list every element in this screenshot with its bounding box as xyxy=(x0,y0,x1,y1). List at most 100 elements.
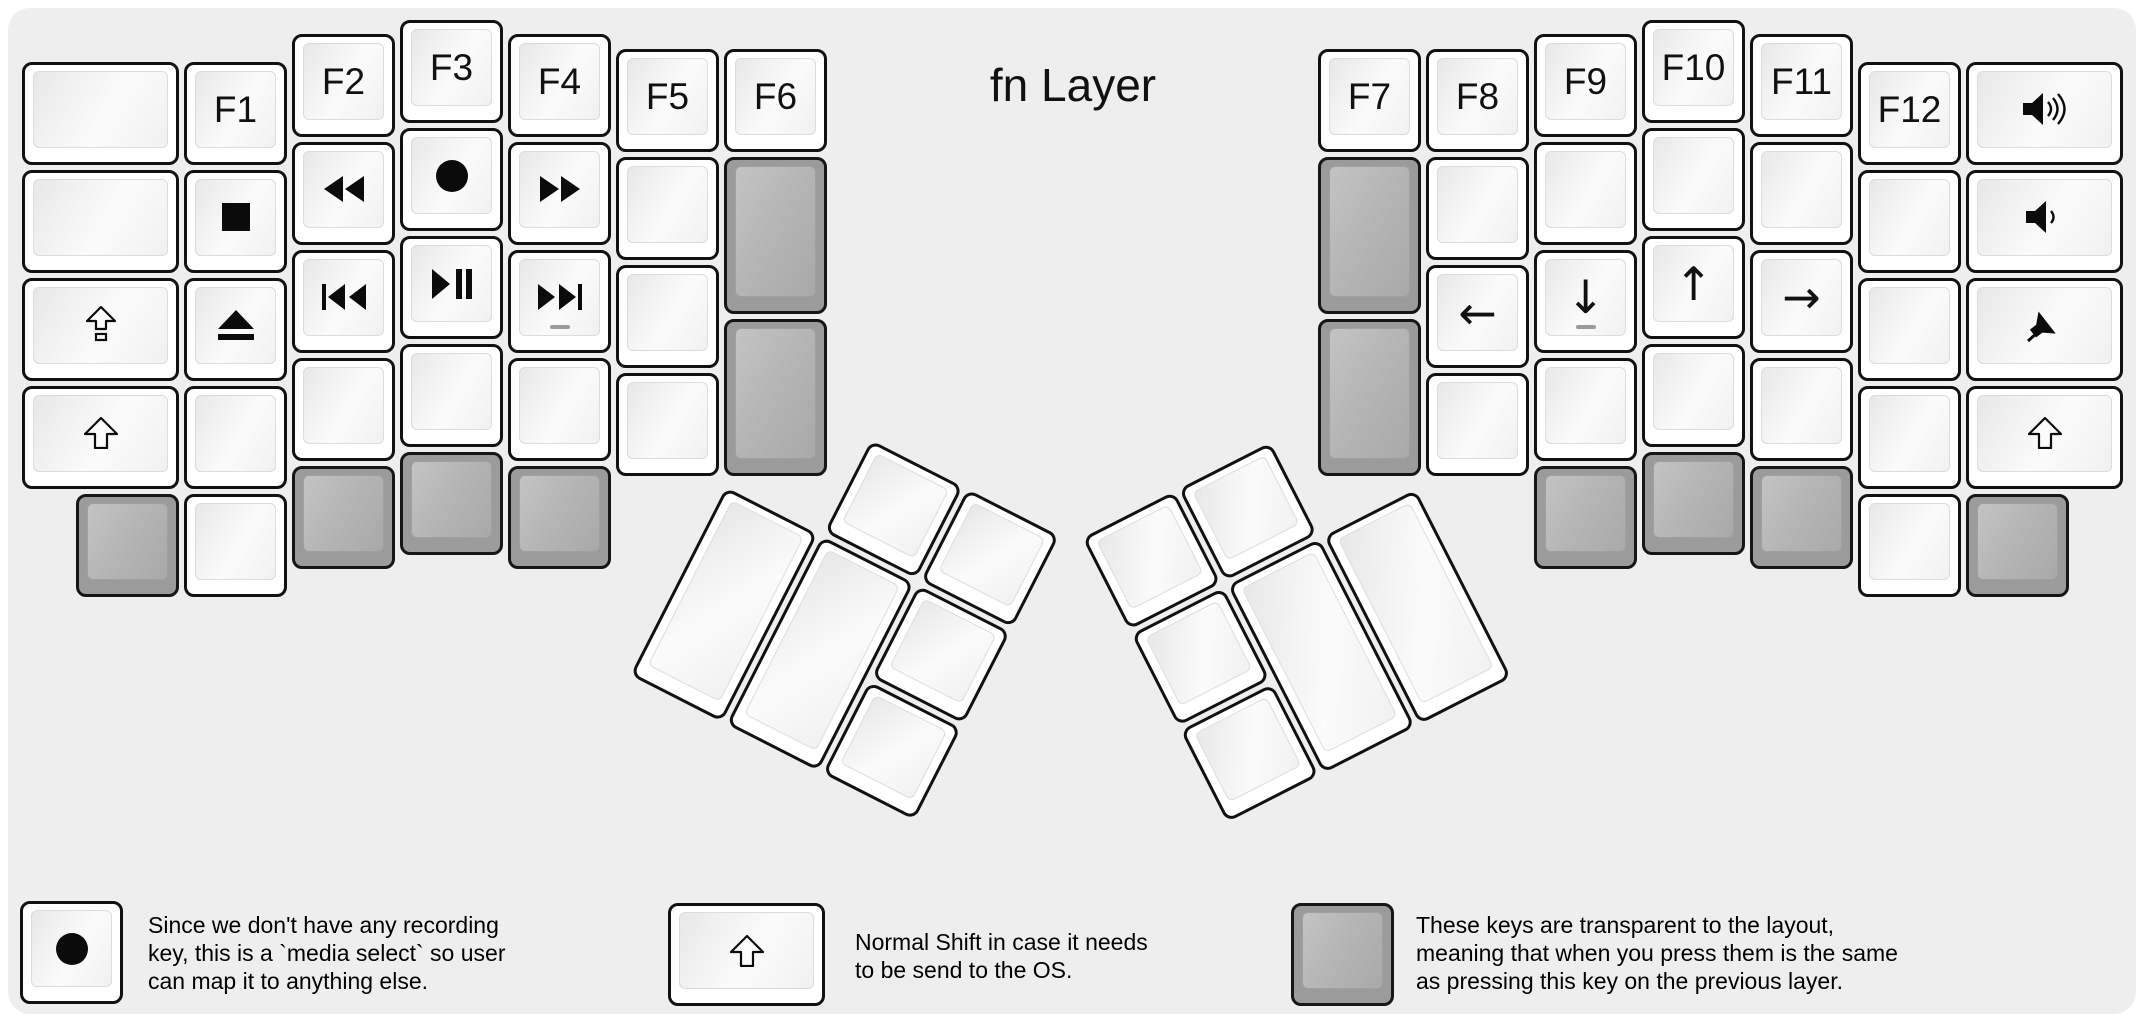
arrow-left-icon: ← xyxy=(1458,285,1497,340)
key-label: F5 xyxy=(645,76,690,118)
legend-key-media-select[interactable] xyxy=(20,901,123,1004)
volume-mute-icon xyxy=(2024,306,2066,344)
key-blank[interactable] xyxy=(184,385,287,489)
keytop xyxy=(33,70,168,148)
key-f4[interactable]: F4 xyxy=(508,33,611,137)
key-blank[interactable] xyxy=(1534,141,1637,245)
keytop xyxy=(627,382,708,460)
next-track-icon xyxy=(537,284,582,310)
key-transparent[interactable] xyxy=(724,157,827,315)
keytop xyxy=(1653,137,1734,214)
key-caps-lock[interactable] xyxy=(22,277,179,381)
key-blank[interactable] xyxy=(1642,128,1745,231)
keytop xyxy=(1761,150,1842,228)
keytop xyxy=(1302,912,1383,989)
keytop xyxy=(519,366,600,444)
keytop xyxy=(1977,394,2112,472)
key-blank[interactable] xyxy=(1426,157,1529,261)
key-blank[interactable] xyxy=(1858,277,1961,381)
key-blank[interactable] xyxy=(1858,493,1961,597)
key-label: F4 xyxy=(537,60,582,102)
legend-key-shift[interactable] xyxy=(668,903,825,1006)
key-f11[interactable]: F11 xyxy=(1750,33,1853,137)
key-transparent[interactable] xyxy=(76,493,179,597)
key-blank[interactable] xyxy=(292,357,395,461)
key-transparent[interactable] xyxy=(1642,452,1745,555)
key-arrow-up[interactable]: ↑ xyxy=(1642,236,1745,339)
key-play-pause[interactable] xyxy=(400,236,503,339)
key-next-track[interactable] xyxy=(508,249,611,353)
key-f12[interactable]: F12 xyxy=(1858,61,1961,165)
volume-down-icon xyxy=(2025,200,2065,234)
key-transparent[interactable] xyxy=(1318,157,1421,315)
key-f10[interactable]: F10 xyxy=(1642,20,1745,123)
key-transparent[interactable] xyxy=(1318,319,1421,477)
key-media-select[interactable] xyxy=(400,128,503,231)
key-blank[interactable] xyxy=(508,357,611,461)
key-blank[interactable] xyxy=(1858,385,1961,489)
key-blank[interactable] xyxy=(1858,169,1961,273)
key-f8[interactable]: F8 xyxy=(1426,49,1529,153)
key-volume-up[interactable] xyxy=(1966,61,2123,165)
key-transparent[interactable] xyxy=(1534,465,1637,569)
key-transparent[interactable] xyxy=(1966,493,2069,597)
key-transparent[interactable] xyxy=(292,465,395,569)
key-f3[interactable]: F3 xyxy=(400,20,503,123)
key-f5[interactable]: F5 xyxy=(616,49,719,153)
key-prev-track[interactable] xyxy=(292,249,395,353)
key-f9[interactable]: F9 xyxy=(1534,33,1637,137)
key-blank[interactable] xyxy=(616,157,719,261)
key-arrow-left[interactable]: ← xyxy=(1426,265,1529,369)
key-transparent[interactable] xyxy=(400,452,503,555)
key-volume-down[interactable] xyxy=(1966,169,2123,273)
key-shift[interactable] xyxy=(1966,385,2123,489)
keytop xyxy=(1977,178,2112,256)
keytop xyxy=(303,150,384,228)
key-f6[interactable]: F6 xyxy=(724,49,827,153)
key-blank[interactable] xyxy=(184,493,287,597)
keytop xyxy=(195,178,276,256)
key-fast-forward[interactable] xyxy=(508,141,611,245)
key-f7[interactable]: F7 xyxy=(1318,49,1421,153)
key-transparent[interactable] xyxy=(1750,465,1853,569)
key-eject[interactable] xyxy=(184,277,287,381)
keytop xyxy=(1329,328,1410,460)
arrow-up-icon: ↑ xyxy=(1674,256,1713,311)
keytop xyxy=(1096,504,1204,610)
keytop xyxy=(1545,150,1626,228)
key-rewind[interactable] xyxy=(292,141,395,245)
legend-key-transparent[interactable] xyxy=(1291,903,1394,1006)
key-label: F11 xyxy=(1770,60,1832,102)
key-f1[interactable]: F1 xyxy=(184,61,287,165)
key-blank[interactable] xyxy=(1642,344,1745,447)
key-blank[interactable] xyxy=(616,373,719,477)
key-blank[interactable] xyxy=(616,265,719,369)
key-arrow-down[interactable]: ↓ xyxy=(1534,249,1637,353)
keytop xyxy=(411,353,492,430)
key-arrow-right[interactable]: → xyxy=(1750,249,1853,353)
key-blank[interactable] xyxy=(22,169,179,273)
key-shift[interactable] xyxy=(22,385,179,489)
keytop: F9 xyxy=(1545,42,1626,120)
key-blank[interactable] xyxy=(1750,141,1853,245)
keytop xyxy=(33,286,168,364)
key-f2[interactable]: F2 xyxy=(292,33,395,137)
arrow-right-icon: → xyxy=(1782,270,1821,324)
keytop xyxy=(411,245,492,322)
keytop: F10 xyxy=(1653,29,1734,106)
key-blank[interactable] xyxy=(1426,373,1529,477)
key-transparent[interactable] xyxy=(508,465,611,569)
key-volume-mute[interactable] xyxy=(1966,277,2123,381)
key-blank[interactable] xyxy=(400,344,503,447)
arrow-down-icon: ↓ xyxy=(1566,270,1605,324)
keytop: F11 xyxy=(1761,42,1842,120)
key-transparent[interactable] xyxy=(724,319,827,477)
key-blank[interactable] xyxy=(1534,357,1637,461)
key-blank[interactable] xyxy=(22,61,179,165)
eject-icon xyxy=(217,310,254,341)
keytop xyxy=(627,166,708,244)
keytop: F8 xyxy=(1437,58,1518,136)
key-stop[interactable] xyxy=(184,169,287,273)
key-blank[interactable] xyxy=(1750,357,1853,461)
keytop xyxy=(1761,366,1842,444)
